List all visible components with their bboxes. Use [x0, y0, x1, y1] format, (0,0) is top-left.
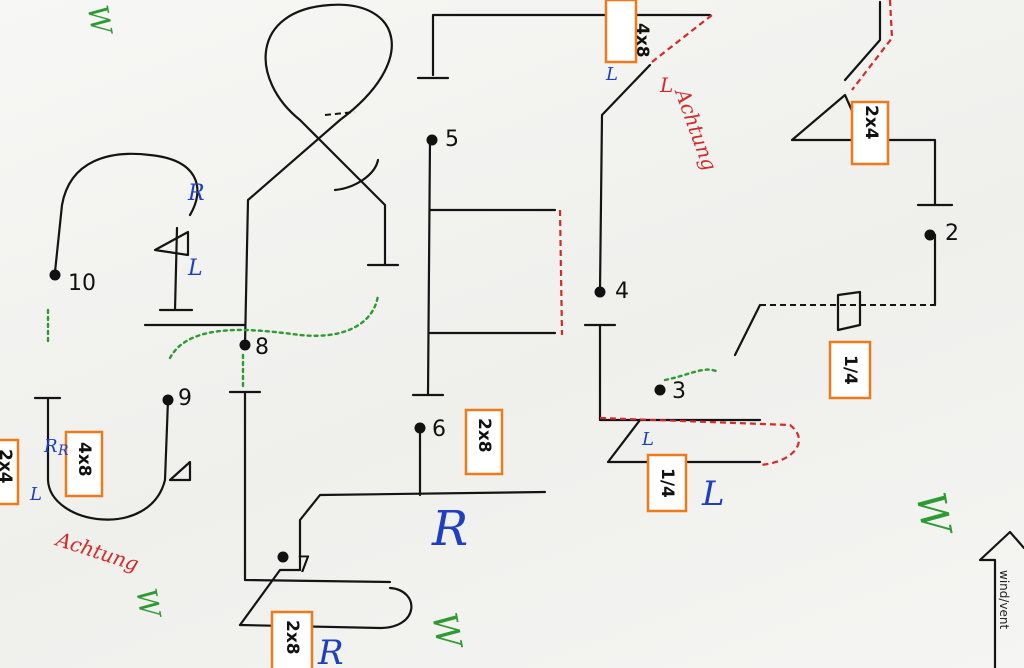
side-l-top: L	[605, 64, 618, 85]
tag-4x8-left: 4x8	[64, 430, 104, 498]
node-10: 10	[68, 271, 96, 296]
node-numbers: 2 3 4 5 6 7 8 9 10	[68, 127, 959, 578]
green-dashed-lines	[46, 293, 720, 390]
svg-text:2x8: 2x8	[474, 418, 494, 453]
mark-w-bottom: W	[423, 609, 469, 653]
mark-w-left: W	[129, 586, 167, 622]
achtung-bottom: Achtung	[52, 526, 142, 576]
side-r-9: R	[43, 436, 58, 457]
wind-indicator: wind/vent	[978, 530, 1024, 668]
side-r-10: R	[187, 181, 205, 206]
node-7: 7	[297, 553, 311, 578]
tag-4x8-top: 4x8	[604, 0, 652, 64]
node-3: 3	[672, 379, 686, 404]
tag-1-4-mid: 1/4	[646, 453, 688, 513]
node-2: 2	[945, 221, 959, 246]
size-tags: 4x8 2x4 1/4 1/4 2x8 4x8 2x4 2x8	[0, 0, 890, 668]
node-4: 4	[615, 279, 629, 304]
side-l-red: L	[659, 73, 673, 97]
side-l-3-big: L	[701, 474, 725, 514]
side-l-10: L	[187, 256, 203, 281]
tag-2x8-mid: 2x8	[464, 408, 504, 476]
start-dots	[49, 134, 936, 563]
side-r-9b: R	[57, 443, 69, 459]
svg-text:2x4: 2x4	[0, 449, 15, 484]
svg-text:1/4: 1/4	[840, 355, 860, 385]
tag-1-4-right: 1/4	[828, 340, 872, 400]
course-lines	[33, 0, 954, 630]
red-dashed-lines	[558, 0, 894, 467]
mark-w-right: W	[906, 489, 959, 540]
node-6: 6	[432, 417, 446, 442]
svg-text:2x8: 2x8	[282, 620, 302, 655]
mark-w-top: W	[81, 2, 119, 38]
tag-2x4-right: 2x4	[850, 100, 890, 166]
side-l-3: L	[641, 429, 654, 450]
wind-label: wind/vent	[997, 570, 1011, 630]
achtung-top: Achtung	[670, 84, 722, 174]
node-9: 9	[178, 386, 192, 411]
tag-2x8-bottom: 2x8	[270, 610, 314, 668]
svg-text:2x4: 2x4	[861, 105, 881, 140]
green-marks: W W W W	[81, 2, 960, 653]
side-r-7: R	[317, 633, 344, 668]
node-5: 5	[445, 127, 459, 152]
side-l-9: L	[29, 484, 42, 505]
node-8: 8	[255, 335, 269, 360]
side-r-6: R	[431, 501, 468, 557]
svg-text:4x8: 4x8	[632, 23, 652, 58]
svg-text:4x8: 4x8	[74, 442, 94, 477]
svg-text:1/4: 1/4	[657, 468, 677, 498]
side-letters: R L L R L L R L R L R	[29, 64, 725, 668]
tag-2x4-left: 2x4	[0, 438, 20, 506]
